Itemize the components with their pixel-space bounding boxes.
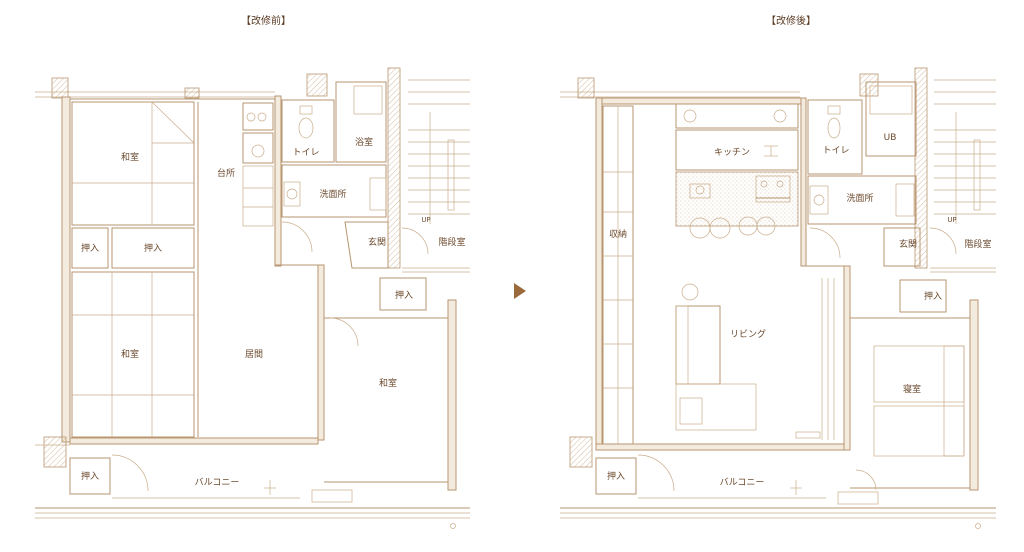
- before-label-toilet: トイレ: [292, 148, 319, 158]
- before-wet-area: トイレ 浴室 洗面所: [281, 81, 387, 253]
- after-label-kaidanshitsu: 階段室: [964, 238, 991, 250]
- before-title: 【改修前】: [241, 14, 291, 27]
- before-label-oshiire-2: 押入: [144, 242, 162, 254]
- before-label-oshiire-3: 押入: [395, 289, 413, 301]
- before-balcony: 押入 バルコニー: [35, 454, 470, 529]
- before-kitchen-living: 台所 居間: [197, 102, 325, 441]
- after-label-up: UP: [947, 216, 956, 224]
- before-washitsu-1: 和室: [71, 101, 195, 226]
- before-label-oshiire-4: 押入: [81, 470, 99, 482]
- before-plan: 【改修前】 和室: [35, 14, 470, 529]
- before-label-senmenjo: 洗面所: [319, 188, 346, 200]
- transition-arrow-icon: [514, 283, 526, 299]
- after-title: 【改修後】: [766, 14, 816, 27]
- before-label-balcony: バルコニー: [195, 477, 240, 488]
- after-stair-treads: [930, 79, 996, 273]
- after-kitchen: キッチン: [675, 103, 799, 239]
- before-label-kyoma: 居間: [245, 349, 263, 360]
- before-washitsu-2: 和室: [71, 271, 195, 438]
- after-wet-area: トイレ UB 洗面所: [807, 81, 917, 259]
- before-label-washitsu-2: 和室: [121, 348, 139, 360]
- before-label-washitsu-1: 和室: [121, 151, 139, 163]
- after-label-living: リビング: [730, 328, 766, 340]
- before-outer-walls: [35, 67, 401, 468]
- after-balcony: 押入 バルコニー: [560, 454, 996, 529]
- after-label-ub: UB: [884, 133, 897, 143]
- before-label-oshiire-1: 押入: [81, 242, 99, 254]
- after-label-senmenjo: 洗面所: [846, 192, 873, 204]
- before-label-genkan: 玄関: [368, 236, 386, 248]
- after-living: リビング: [675, 278, 835, 440]
- after-label-shuno: 収納: [609, 228, 627, 240]
- after-bedroom: 押入 寝室: [837, 279, 979, 505]
- after-outer-walls: [560, 67, 928, 468]
- before-washitsu-3: 押入 和室: [311, 277, 457, 503]
- after-label-oshiire-1: 押入: [924, 290, 942, 302]
- after-label-shinshitsu: 寝室: [903, 383, 921, 395]
- after-label-oshiire-2: 押入: [607, 470, 625, 482]
- after-label-genkan: 玄関: [899, 238, 917, 250]
- after-entrance-stairs: 玄関 UP 階段室: [883, 79, 996, 273]
- before-label-washitsu-3: 和室: [379, 377, 397, 389]
- after-label-kitchen: キッチン: [714, 147, 750, 158]
- before-oshiire-row: 押入 押入: [71, 227, 195, 269]
- before-label-kaidanshitsu: 階段室: [438, 236, 465, 248]
- before-label-yokushitsu: 浴室: [355, 136, 373, 148]
- after-plan: 【改修後】 収納: [560, 14, 996, 529]
- after-label-balcony: バルコニー: [720, 477, 765, 488]
- after-label-toilet: トイレ: [822, 146, 849, 156]
- before-label-up: UP: [421, 216, 430, 224]
- before-entrance-stairs: 玄関 UP 階段室: [344, 79, 470, 273]
- before-label-daidokoro: 台所: [217, 167, 235, 179]
- after-storage-column: 収納: [602, 105, 634, 445]
- before-stair-treads: [402, 79, 470, 273]
